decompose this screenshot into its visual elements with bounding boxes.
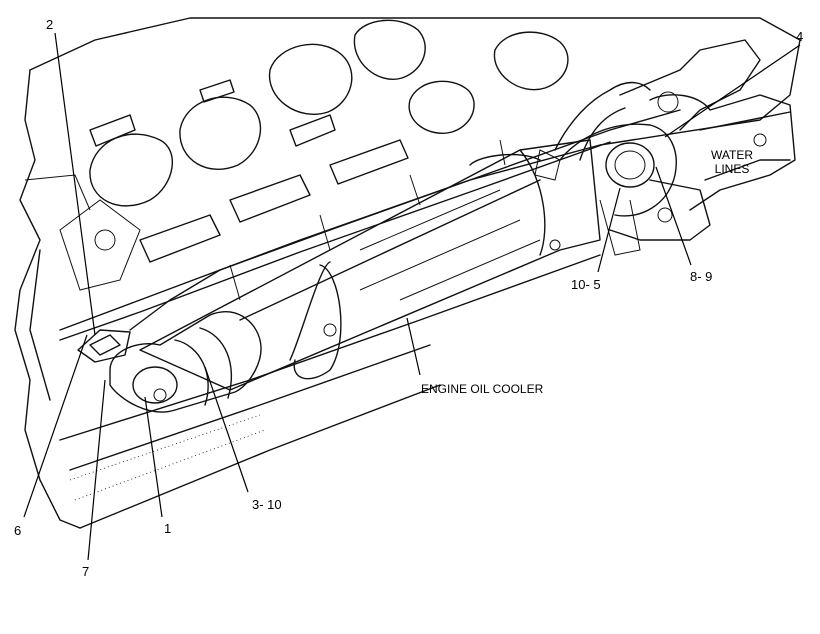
callout-3-10: 3- 10 — [252, 497, 282, 512]
water-lines-label: WATER LINES — [706, 148, 758, 176]
water-lines-label-line1: WATER — [711, 148, 753, 162]
leader-lines — [23, 32, 801, 561]
callout-6: 6 — [14, 523, 22, 538]
lower-block — [59, 254, 601, 529]
oil-cooler-body — [139, 139, 601, 391]
cylinder-bores — [89, 19, 569, 263]
left-elbow — [77, 311, 262, 413]
callout-1: 1 — [164, 521, 172, 536]
right-outlet — [534, 39, 761, 217]
engine-block — [14, 17, 801, 529]
callout-8-9: 8- 9 — [690, 269, 713, 284]
callout-2: 2 — [46, 17, 54, 32]
callout-7: 7 — [82, 564, 90, 579]
water-lines-assembly — [599, 91, 796, 256]
callout-4: 4 — [796, 29, 804, 44]
callout-10-5: 10- 5 — [571, 277, 601, 292]
engine-oil-cooler-label: ENGINE OIL COOLER — [421, 382, 544, 396]
water-lines-label-line2: LINES — [714, 162, 750, 176]
oil-rail — [59, 109, 681, 341]
